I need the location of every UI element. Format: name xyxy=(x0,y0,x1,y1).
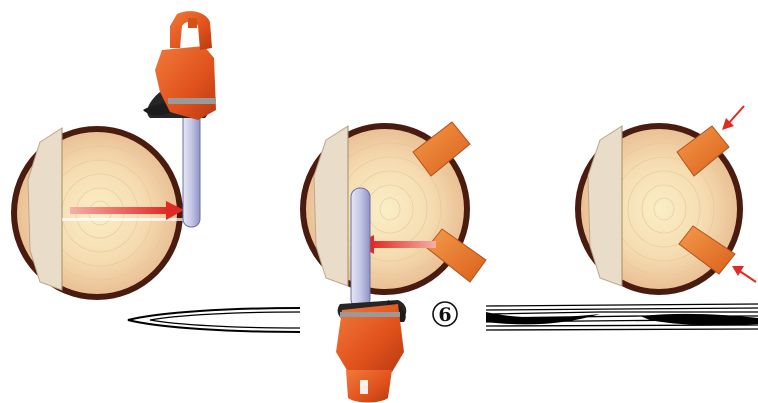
step-number: 6 xyxy=(438,304,451,326)
chainsaw-bar xyxy=(351,188,370,308)
step-number-badge: 6 xyxy=(433,302,457,326)
push-arrow-lower xyxy=(738,270,756,282)
back-cut-slot xyxy=(62,218,184,221)
panel-2: 6 xyxy=(300,122,486,403)
chainsaw-handle xyxy=(346,370,392,403)
panel-1 xyxy=(11,11,216,300)
striped-artifact xyxy=(486,302,758,334)
push-arrow-upper xyxy=(728,106,744,124)
chainsaw-handle xyxy=(170,11,212,50)
chainsaw-bar xyxy=(183,105,200,227)
panel-3 xyxy=(575,106,756,295)
